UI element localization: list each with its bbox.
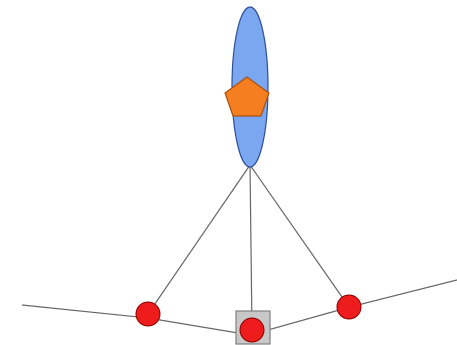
connector-line-left [147, 164, 251, 315]
node-circle-center [239, 317, 265, 343]
node-circle-right [336, 294, 362, 320]
pentagon-marker [224, 76, 270, 117]
node-circle-left [135, 301, 161, 327]
connector-line-right [249, 164, 350, 308]
connector-line-center [249, 164, 253, 331]
